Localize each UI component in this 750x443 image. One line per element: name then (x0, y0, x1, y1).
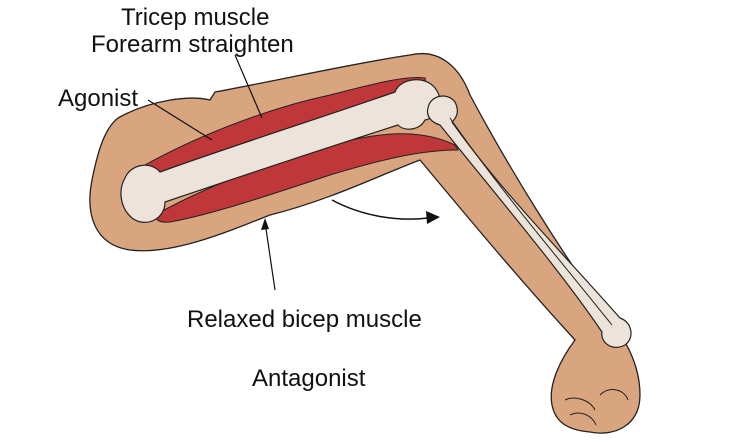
forearm-bone-line (449, 117, 613, 326)
agonist-leader-line (147, 99, 213, 141)
antagonist-label: Antagonist (252, 365, 366, 392)
tricep-label: Tricep muscle (121, 4, 270, 31)
forearm-bones (426, 95, 632, 348)
bicep-label: Relaxed bicep muscle (187, 306, 422, 333)
agonist-label: Agonist (58, 85, 139, 112)
tricep-leader-line (234, 54, 263, 119)
forearm-label: Forearm straighten (91, 31, 294, 58)
fist-detail (564, 389, 629, 426)
motion-arrow (331, 199, 429, 220)
bicep-arrowhead (261, 218, 269, 230)
motion-arrowhead (426, 211, 440, 224)
bicep-leader-line (264, 221, 276, 291)
humerus-bone (120, 79, 441, 223)
